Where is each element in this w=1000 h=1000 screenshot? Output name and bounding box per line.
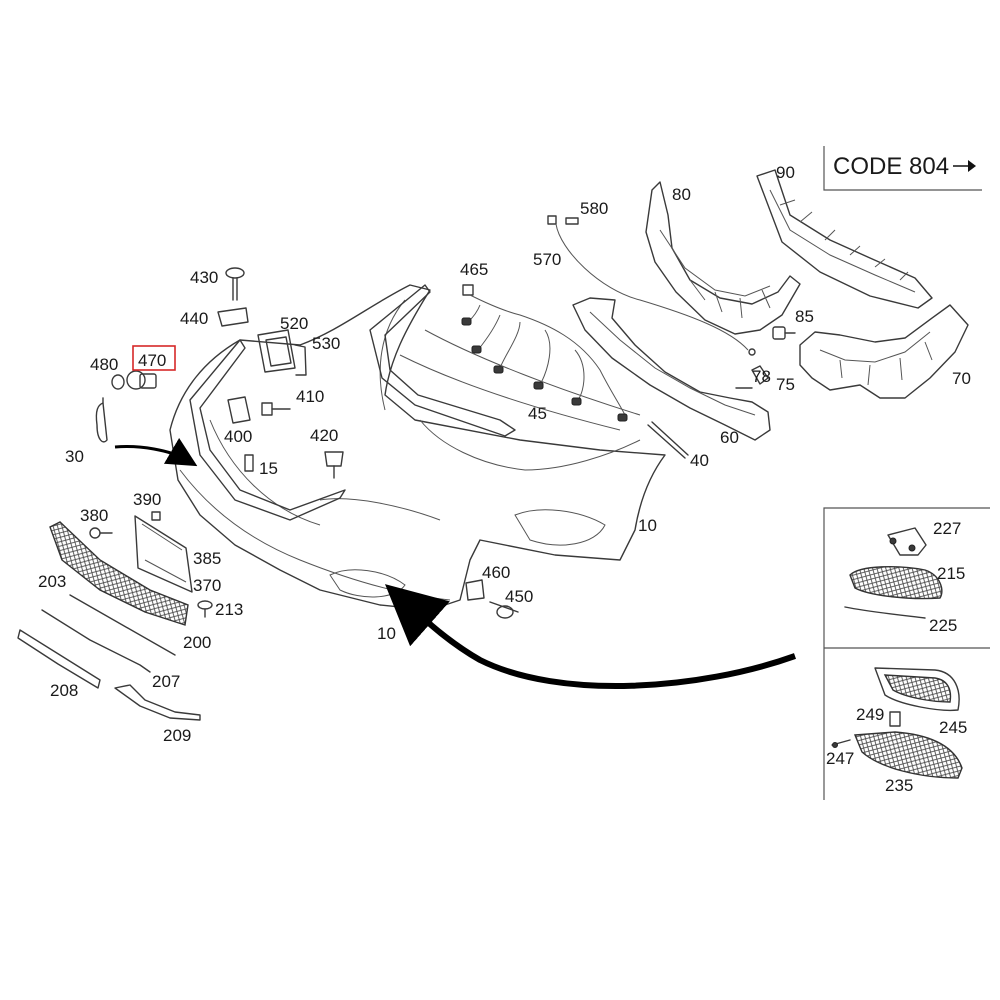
label-10-a: 10 xyxy=(638,516,657,535)
part-207-trim xyxy=(41,609,151,673)
label-85: 85 xyxy=(795,307,814,326)
label-78: 78 xyxy=(752,367,771,386)
label-440: 440 xyxy=(180,309,208,328)
part-60-beam xyxy=(572,297,771,441)
label-400: 400 xyxy=(224,427,252,446)
part-580-clip xyxy=(547,215,756,356)
label-10-b: 10 xyxy=(377,624,396,643)
part-225-strip xyxy=(844,606,926,619)
part-215-insert xyxy=(849,566,943,600)
label-215: 215 xyxy=(937,564,965,583)
arrow-right-icon xyxy=(968,160,976,172)
arrow-30-icon xyxy=(114,437,198,467)
label-370: 370 xyxy=(193,576,221,595)
label-580: 580 xyxy=(580,199,608,218)
highlight-box-470 xyxy=(132,345,176,371)
part-85-bolt xyxy=(772,326,796,340)
label-480: 480 xyxy=(90,355,118,374)
part-480-ring xyxy=(111,374,125,390)
part-227-bracket xyxy=(887,527,927,556)
part-410-bolt xyxy=(261,402,291,416)
code-804-box: CODE 804 xyxy=(823,146,982,191)
part-30-cap xyxy=(95,397,108,443)
part-430-screw xyxy=(225,267,245,301)
label-380: 380 xyxy=(80,506,108,525)
part-470-sensor xyxy=(126,370,157,390)
label-225: 225 xyxy=(929,616,957,635)
label-60: 60 xyxy=(720,428,739,447)
label-530: 530 xyxy=(312,334,340,353)
label-80: 80 xyxy=(672,185,691,204)
arrows xyxy=(114,437,797,689)
label-520: 520 xyxy=(280,314,308,333)
label-245: 245 xyxy=(939,718,967,737)
part-203-grille xyxy=(49,521,189,656)
label-90: 90 xyxy=(776,163,795,182)
label-235: 235 xyxy=(885,776,913,795)
label-430: 430 xyxy=(190,268,218,287)
part-40-strip xyxy=(647,421,689,459)
label-213: 213 xyxy=(215,600,243,619)
label-227: 227 xyxy=(933,519,961,538)
part-400-holder xyxy=(227,396,251,424)
label-570: 570 xyxy=(533,250,561,269)
label-75: 75 xyxy=(776,375,795,394)
part-213-clip xyxy=(197,600,213,618)
label-203: 203 xyxy=(38,572,66,591)
inset-frames xyxy=(823,507,990,800)
label-15: 15 xyxy=(259,459,278,478)
label-450: 450 xyxy=(505,587,533,606)
label-45: 45 xyxy=(528,404,547,423)
part-90-bracket xyxy=(756,169,933,309)
part-80-carrier xyxy=(645,181,801,335)
label-465: 465 xyxy=(460,260,488,279)
part-420-bolt xyxy=(324,451,344,479)
label-70: 70 xyxy=(952,369,971,388)
label-410: 410 xyxy=(296,387,324,406)
part-465-harness xyxy=(461,284,628,422)
label-390: 390 xyxy=(133,490,161,509)
part-450-screw xyxy=(489,601,519,619)
part-520-module xyxy=(257,329,307,376)
code-804-label: CODE 804 xyxy=(833,153,949,180)
label-200: 200 xyxy=(183,633,211,652)
part-78-75-fasteners xyxy=(735,365,769,389)
part-70-bracket xyxy=(799,304,969,399)
arrow-inset-icon xyxy=(385,584,797,689)
part-235-grille xyxy=(853,731,963,779)
part-390-clip xyxy=(151,511,161,521)
label-420: 420 xyxy=(310,426,338,445)
part-labels: 470 90 80 580 570 465 85 78 75 70 60 40 … xyxy=(38,163,971,795)
label-470: 470 xyxy=(138,351,166,370)
part-247-screw xyxy=(831,739,851,748)
label-207: 207 xyxy=(152,672,180,691)
label-460: 460 xyxy=(482,563,510,582)
label-30: 30 xyxy=(65,447,84,466)
part-440-clip xyxy=(217,307,249,327)
part-209-trim xyxy=(114,684,201,721)
label-208: 208 xyxy=(50,681,78,700)
part-380-screw xyxy=(89,527,113,539)
label-209: 209 xyxy=(163,726,191,745)
part-10-bumper xyxy=(169,284,666,611)
part-245-frame xyxy=(874,667,960,712)
part-208-trim xyxy=(17,629,101,689)
part-460-clip xyxy=(465,579,485,601)
part-370-plate xyxy=(134,515,193,593)
part-249-clip xyxy=(889,711,901,727)
label-40: 40 xyxy=(690,451,709,470)
part-15-pin xyxy=(244,454,254,472)
label-385: 385 xyxy=(193,549,221,568)
label-247: 247 xyxy=(826,749,854,768)
label-249: 249 xyxy=(856,705,884,724)
